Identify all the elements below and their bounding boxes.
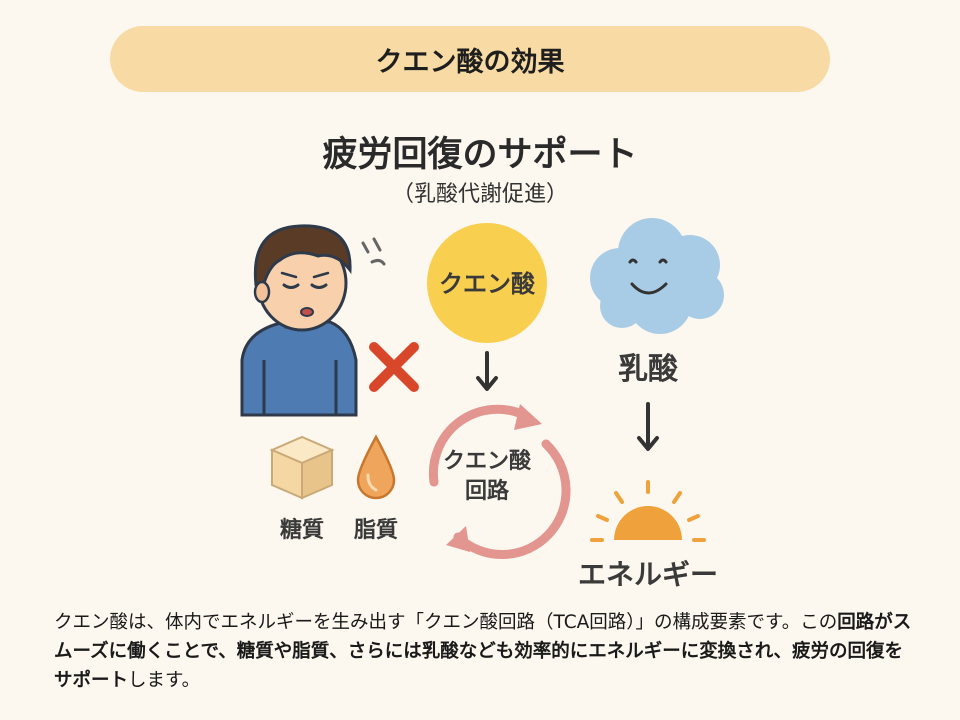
description-part2: 回路がスムーズに働くことで、糖質や脂質、さらには乳酸なども効率的にエネルギーに変… (54, 612, 912, 691)
sugar-cube-icon (269, 435, 335, 500)
description-part3: します。 (128, 670, 201, 691)
cycle-label: クエン酸 回路 (417, 447, 557, 507)
energy-label: エネルギー (577, 558, 718, 591)
sun-icon (590, 480, 706, 542)
citric-acid-circle (427, 223, 547, 343)
cycle-arrows-icon (428, 404, 571, 559)
arrow-down-icon (637, 402, 659, 451)
description-text: クエン酸は、体内でエネルギーを生み出す「クエン酸回路（TCA回路）」の構成要素で… (54, 608, 914, 695)
sugar-label: 糖質 (279, 518, 324, 543)
arrow-down-icon (476, 351, 498, 391)
citric-acid-label: クエン酸 (439, 270, 535, 298)
tired-person-icon (240, 224, 386, 417)
cycle-label-line1: クエン酸 (442, 449, 531, 474)
header-title: クエン酸の効果 (375, 46, 565, 78)
cloud-face-icon (590, 218, 724, 334)
fat-drop-icon (356, 434, 396, 500)
lactic-acid-label: 乳酸 (618, 352, 678, 387)
fat-label: 脂質 (353, 518, 398, 543)
section-note: （乳酸代謝促進） (391, 182, 568, 207)
section-title: 疲労回復のサポート (322, 135, 638, 175)
header-banner: クエン酸の効果 (110, 26, 830, 92)
description-part1: クエン酸は、体内でエネルギーを生み出す「クエン酸回路（TCA回路）」の構成要素で… (54, 612, 838, 633)
cycle-label-line2: 回路 (464, 479, 509, 504)
cross-icon (369, 342, 419, 392)
